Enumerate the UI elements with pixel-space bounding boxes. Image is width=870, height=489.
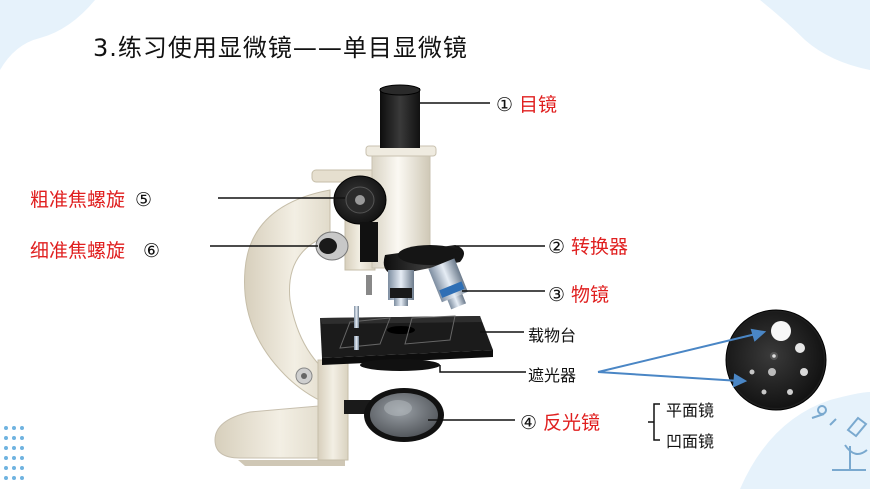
bg-blob-top-right <box>760 0 870 70</box>
label-converter-number: ② <box>548 236 566 258</box>
microscope-doodle-icon <box>811 405 868 471</box>
label-fine-focus-text: 细准焦螺旋 <box>30 240 126 262</box>
label-mirror-flat: 平面镜 <box>666 401 715 420</box>
label-objective-number: ③ <box>548 284 566 306</box>
label-stage: 载物台 <box>528 326 577 345</box>
label-coarse-focus: 粗准焦螺旋 ⑤ <box>30 185 158 212</box>
bg-blob-bottom-right <box>740 392 870 489</box>
label-mirror-number: ④ <box>520 412 538 434</box>
label-fine-focus-number: ⑥ <box>143 240 161 262</box>
label-coarse-focus-text: 粗准焦螺旋 <box>30 189 126 211</box>
dot-grid-decoration <box>4 426 24 480</box>
label-mirror-concave: 凹面镜 <box>666 432 715 451</box>
blue-arrows <box>597 328 767 388</box>
label-objective-text: 物镜 <box>571 284 610 306</box>
label-eyepiece-number: ① <box>496 94 514 116</box>
bg-blob-top-left <box>0 0 95 70</box>
label-mirror-text: 反光镜 <box>543 412 601 434</box>
page-title: 3.练习使用显微镜——单目显微镜 <box>93 34 468 62</box>
label-converter-text: 转换器 <box>571 236 629 258</box>
label-eyepiece-text: 目镜 <box>519 94 558 116</box>
label-coarse-focus-number: ⑤ <box>135 189 153 211</box>
label-fine-focus: 细准焦螺旋 ⑥ <box>30 236 166 263</box>
label-diaphragm: 遮光器 <box>528 366 577 385</box>
